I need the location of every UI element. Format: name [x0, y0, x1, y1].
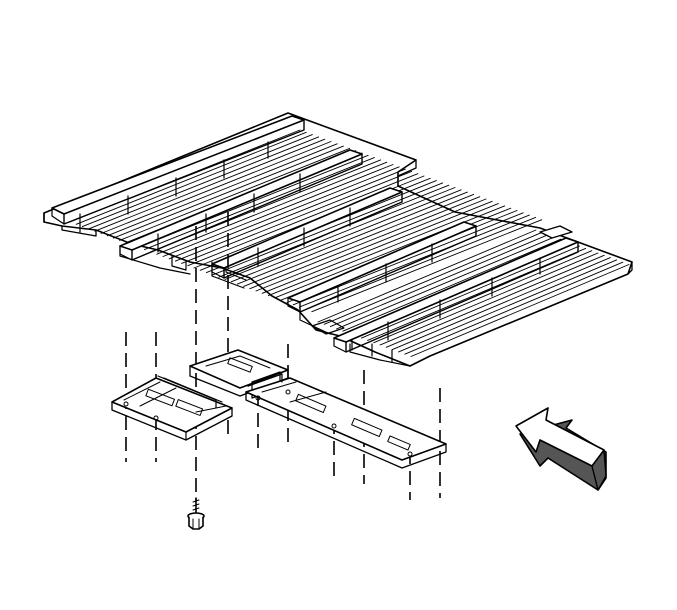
floor-rib [342, 238, 562, 332]
floor-rib [385, 254, 605, 348]
floor-rib [81, 134, 313, 228]
bolt [187, 497, 205, 530]
floor-rib [404, 261, 624, 355]
floor-rib [410, 264, 630, 357]
floor-rib [398, 259, 618, 353]
floor-rib [162, 164, 394, 257]
floor-rib [261, 200, 493, 294]
floor-rib [336, 236, 556, 330]
front-direction-arrow-icon [515, 407, 607, 491]
floor-rib [187, 173, 419, 267]
crossmember [51, 115, 305, 233]
floor-rib [212, 182, 444, 276]
floor-rib [311, 219, 543, 313]
floor-rib [267, 203, 499, 297]
floor-rib [249, 196, 481, 290]
floor-rib [255, 198, 487, 292]
floor-rib [143, 157, 375, 251]
floor-rib [323, 231, 543, 325]
floor-rib [94, 138, 326, 232]
floor-rib [391, 257, 611, 351]
floor-rib [305, 216, 537, 310]
floor-rib [156, 161, 388, 255]
floor-rib [174, 168, 406, 262]
floor-rib [106, 143, 338, 237]
floor-rib [88, 136, 320, 230]
crossmember [211, 187, 403, 279]
floor-rib [243, 193, 475, 287]
floor-rib [292, 212, 524, 306]
floor-rib [112, 145, 344, 239]
floor-panel [43, 112, 633, 367]
floor-rib [373, 250, 593, 344]
floor-rib [168, 166, 400, 260]
crossmember [287, 221, 477, 313]
floor-rib [317, 229, 537, 323]
reinforcement-bracket-left [111, 375, 233, 441]
floor-rib [119, 147, 351, 241]
floor-rib [360, 245, 580, 339]
floor-rib [379, 252, 599, 346]
reinforcement-bracket-long [245, 373, 447, 469]
floor-rib [224, 187, 456, 280]
floor-rib [329, 234, 549, 328]
floor-rib [236, 191, 468, 285]
crossmember [333, 237, 579, 353]
crossmember [119, 149, 363, 261]
floor-rib [230, 189, 462, 283]
floor-rib [181, 170, 413, 264]
floor-rib [274, 205, 506, 299]
floor-rib [100, 141, 332, 234]
